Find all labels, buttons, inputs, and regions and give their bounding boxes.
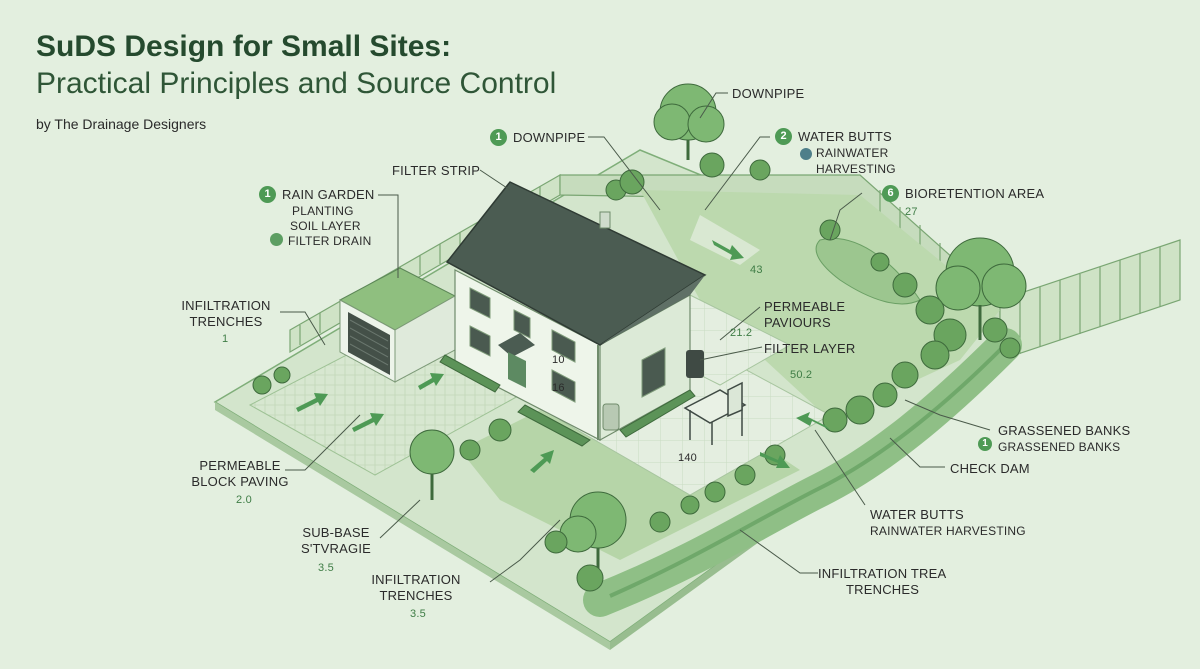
label-grassened-banks-2: GRASSENED BANKS bbox=[998, 440, 1121, 454]
label-planting: PLANTING bbox=[292, 204, 354, 218]
page-title: SuDS Design for Small Sites: bbox=[36, 30, 452, 63]
label-infiltration-trenches-left: INFILTRATION TRENCHES bbox=[181, 298, 271, 329]
value-21-2: 21.2 bbox=[730, 327, 753, 339]
water-butt bbox=[602, 350, 704, 431]
label-sub-base: SUB-BASE bbox=[302, 525, 370, 540]
label-filter-layer: FILTER LAYER bbox=[764, 341, 856, 356]
planter-beds bbox=[439, 354, 696, 447]
label-rain-garden: RAIN GARDEN bbox=[282, 187, 375, 202]
value-10: 10 bbox=[552, 354, 565, 366]
label-filter-strip: FILTER STRIP bbox=[392, 163, 481, 178]
label-downpipe-top: DOWNPIPE bbox=[732, 86, 805, 101]
label-permeable-paviours: PERMEABLE PAVIOURS bbox=[764, 299, 846, 330]
label-sub-base-storage: S'TVRAGIE bbox=[300, 541, 372, 556]
value-43: 43 bbox=[750, 264, 763, 276]
value-140: 140 bbox=[678, 452, 697, 464]
label-infiltration-right: INFILTRATION TREA bbox=[818, 566, 947, 581]
badge-grassened-banks: 1 bbox=[978, 437, 992, 451]
label-downpipe: DOWNPIPE bbox=[513, 130, 586, 145]
label-rainwater-harvesting-top: RAINWATER HARVESTING bbox=[816, 146, 896, 176]
vegetation bbox=[252, 83, 1027, 592]
label-water-butts: WATER BUTTS bbox=[798, 129, 892, 144]
label-rainwater-harvesting-bottom: RAINWATER HARVESTING bbox=[870, 524, 1026, 538]
value-sub-base: 3.5 bbox=[318, 562, 334, 574]
value-paving: 2.0 bbox=[236, 494, 252, 506]
house bbox=[445, 181, 707, 442]
badge-downpipe: 1 bbox=[490, 129, 507, 146]
label-infiltration-bottom: INFILTRATION bbox=[371, 572, 461, 587]
water-drop-icon bbox=[800, 148, 812, 160]
page-subtitle: Practical Principles and Source Control bbox=[36, 67, 557, 100]
badge-rain-garden: 1 bbox=[259, 186, 276, 203]
value-50-2: 50.2 bbox=[790, 369, 813, 381]
label-soil-layer: SOIL LAYER bbox=[290, 219, 361, 233]
value-infiltration-bottom: 3.5 bbox=[410, 608, 426, 620]
patio-table bbox=[683, 381, 747, 445]
garage bbox=[338, 267, 457, 383]
label-water-butts-bottom: WATER BUTTS bbox=[870, 507, 964, 522]
label-grassened-banks: GRASSENED BANKS bbox=[998, 423, 1131, 438]
value-bioretention: 27 bbox=[905, 206, 918, 218]
label-bioretention-area: BIORETENTION AREA bbox=[905, 186, 1045, 201]
leader-lines bbox=[280, 92, 991, 583]
swale bbox=[583, 328, 1022, 617]
label-trenches-bottom: TRENCHES bbox=[379, 588, 453, 603]
label-permeable-block-paving: PERMEABLE BLOCK PAVING bbox=[191, 458, 289, 489]
value-16: 16 bbox=[552, 382, 565, 394]
badge-bioretention: 6 bbox=[882, 185, 899, 202]
byline: by The Drainage Designers bbox=[36, 116, 207, 132]
filter-drain-icon bbox=[270, 233, 283, 246]
flow-arrows bbox=[296, 240, 830, 473]
label-check-dam: CHECK DAM bbox=[950, 461, 1030, 476]
label-trenches-right: TRENCHES bbox=[846, 582, 920, 597]
label-filter-drain: FILTER DRAIN bbox=[288, 234, 372, 248]
value-infiltration-left: 1 bbox=[222, 333, 229, 345]
badge-water-butts: 2 bbox=[775, 128, 792, 145]
